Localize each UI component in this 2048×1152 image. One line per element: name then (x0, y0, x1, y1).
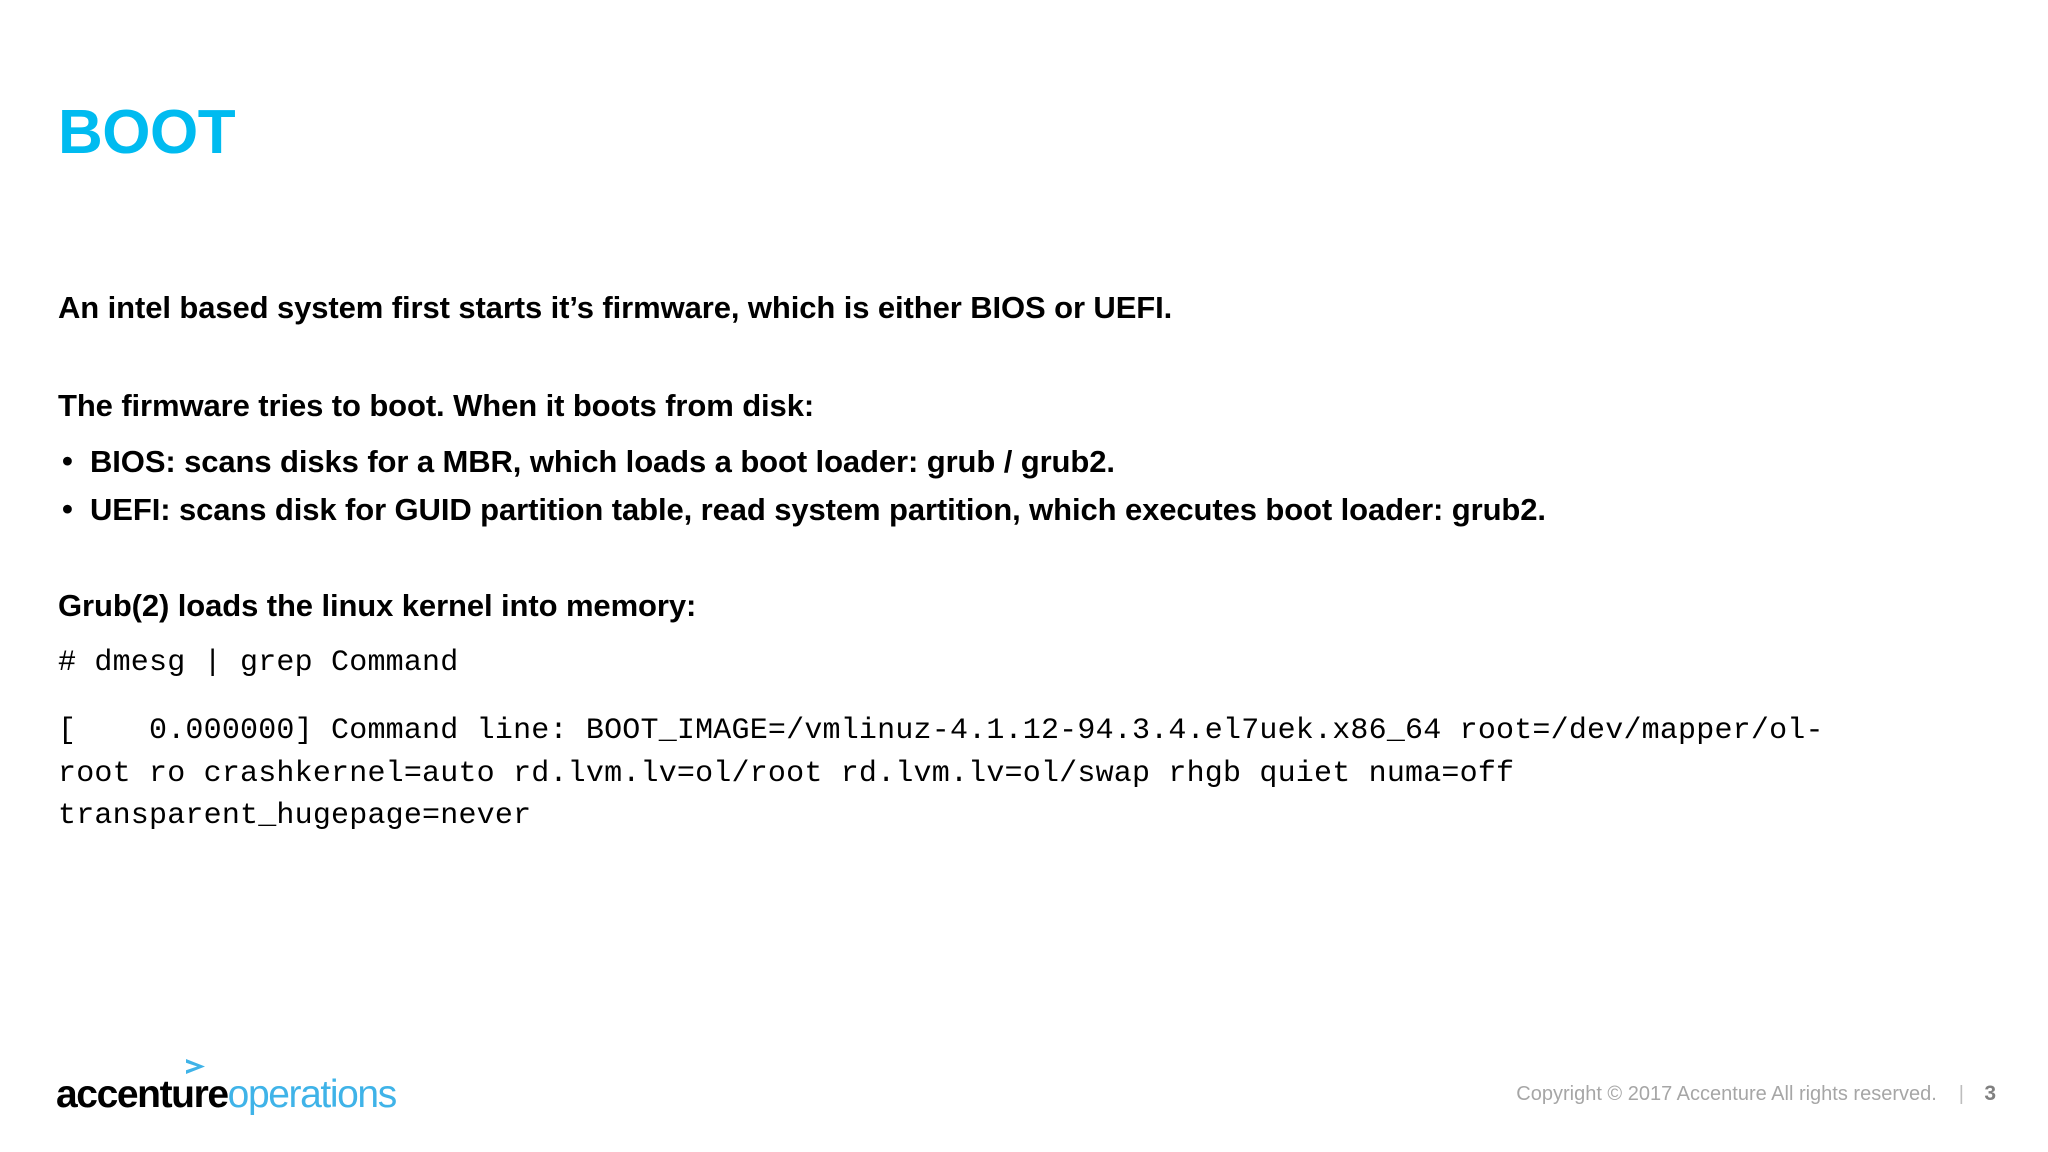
page-title: BOOT (58, 97, 236, 167)
terminal-output: [ 0.000000] Command line: BOOT_IMAGE=/vm… (58, 714, 1824, 833)
slide-body: An intel based system first starts it’s … (58, 288, 1938, 837)
lead-paragraph: An intel based system first starts it’s … (58, 290, 1173, 325)
bullet-icon: • (62, 490, 73, 526)
list-item-label: UEFI: scans disk for GUID partition tabl… (90, 491, 1546, 527)
list-item: • BIOS: scans disks for a MBR, which loa… (58, 441, 1770, 482)
boot-methods-list: • BIOS: scans disks for a MBR, which loa… (58, 441, 1938, 530)
bullet-icon: • (62, 442, 73, 478)
logo-wordmark: accentureoperations (56, 1059, 398, 1116)
firmware-heading: The firmware tries to boot. When it boot… (58, 388, 815, 424)
terminal-command: # dmesg | grep Command (58, 646, 459, 681)
list-item: • UEFI: scans disk for GUID partition ta… (58, 489, 1770, 530)
grub-heading: Grub(2) loads the linux kernel into memo… (58, 588, 697, 624)
copyright-text: Copyright © 2017 Accenture All rights re… (1516, 1083, 1937, 1105)
logo-secondary-text: operations (227, 1073, 398, 1116)
page-number: 3 (1984, 1082, 1996, 1105)
logo-primary-text: accenture (56, 1073, 229, 1116)
accenture-logo: accentureoperations (56, 1059, 398, 1116)
footer-divider: | (1958, 1083, 1964, 1105)
slide-footer: Copyright © 2017 Accenture All rights re… (1516, 1082, 1996, 1106)
list-item-label: BIOS: scans disks for a MBR, which loads… (90, 443, 1115, 479)
